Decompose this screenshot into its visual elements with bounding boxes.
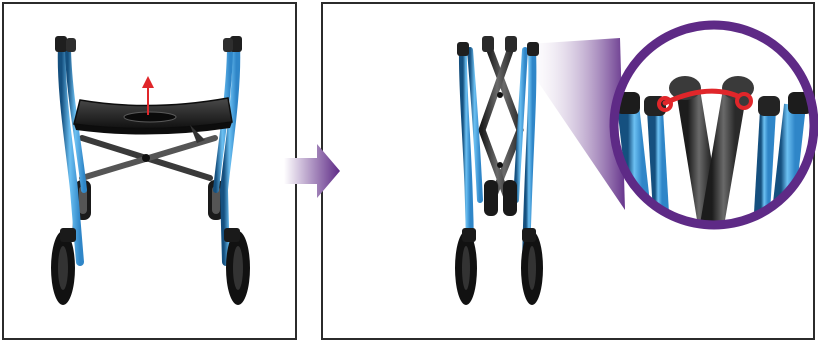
cross-brace xyxy=(79,135,218,181)
panel-step-1-border xyxy=(2,2,297,340)
folded-wheel-left xyxy=(455,228,477,305)
walker-folded xyxy=(455,36,543,305)
handle-grip-left xyxy=(55,36,67,52)
front-wheel-right xyxy=(224,228,250,305)
zoom-beam xyxy=(528,38,625,210)
front-wheel-left xyxy=(51,228,76,305)
arrow-up-icon xyxy=(142,76,154,115)
arrow-right-icon xyxy=(284,144,340,198)
latch-strap xyxy=(657,88,753,112)
folded-wheel-right xyxy=(521,228,543,305)
zoom-detail-icon xyxy=(609,20,818,230)
walker-unfolded xyxy=(51,36,250,305)
frame-tube-left xyxy=(57,41,84,266)
frame-tube-right xyxy=(219,41,241,266)
